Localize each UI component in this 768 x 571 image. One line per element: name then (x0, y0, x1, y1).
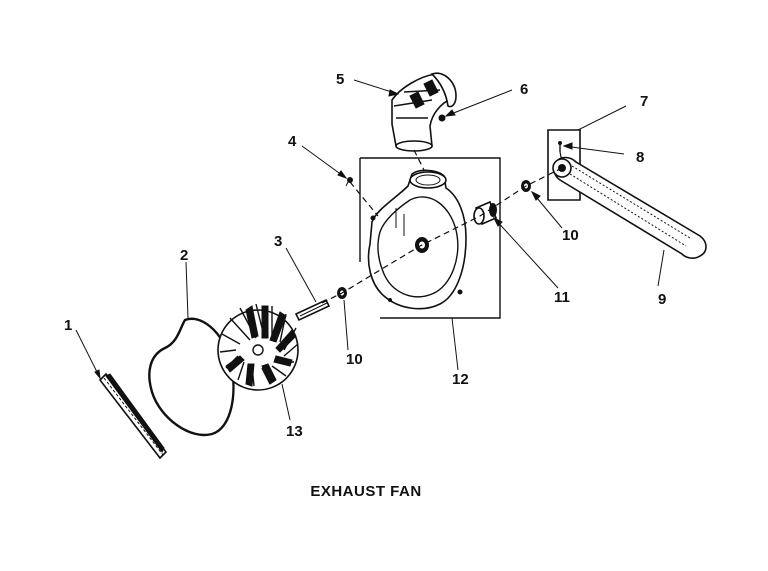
callout-13: 13 (286, 423, 303, 440)
callout-labels: 1 2 3 4 5 6 7 8 9 10 10 11 12 13 (64, 71, 666, 440)
part-5-elbow-duct (391, 72, 457, 152)
callout-6: 6 (520, 81, 528, 98)
part-13-fan-wheel (217, 303, 299, 391)
part-1-seal-strip (98, 372, 168, 460)
assembly-centerlines (321, 149, 563, 304)
part-11-bushing (473, 200, 498, 226)
callout-2: 2 (180, 247, 188, 264)
callout-3: 3 (274, 233, 282, 250)
part-12-fan-housing (359, 157, 501, 319)
callout-11: 11 (554, 289, 570, 306)
callout-9: 9 (658, 291, 666, 308)
part-3-shaft-pin (294, 298, 331, 322)
callout-10-left: 10 (346, 351, 363, 368)
callout-5: 5 (336, 71, 344, 88)
part-6-screw (438, 114, 446, 122)
diagram-caption: EXHAUST FAN (310, 483, 421, 500)
part-4-screw (345, 177, 353, 187)
part-9-drive-belt-arm (552, 156, 707, 259)
callout-4: 4 (288, 133, 297, 150)
part-8-pin (558, 141, 562, 152)
callout-1: 1 (64, 317, 72, 334)
callout-7: 7 (640, 93, 648, 110)
leader-lines (75, 79, 665, 421)
callout-12: 12 (452, 371, 469, 388)
callout-8: 8 (636, 149, 644, 166)
callout-10-right: 10 (562, 227, 579, 244)
